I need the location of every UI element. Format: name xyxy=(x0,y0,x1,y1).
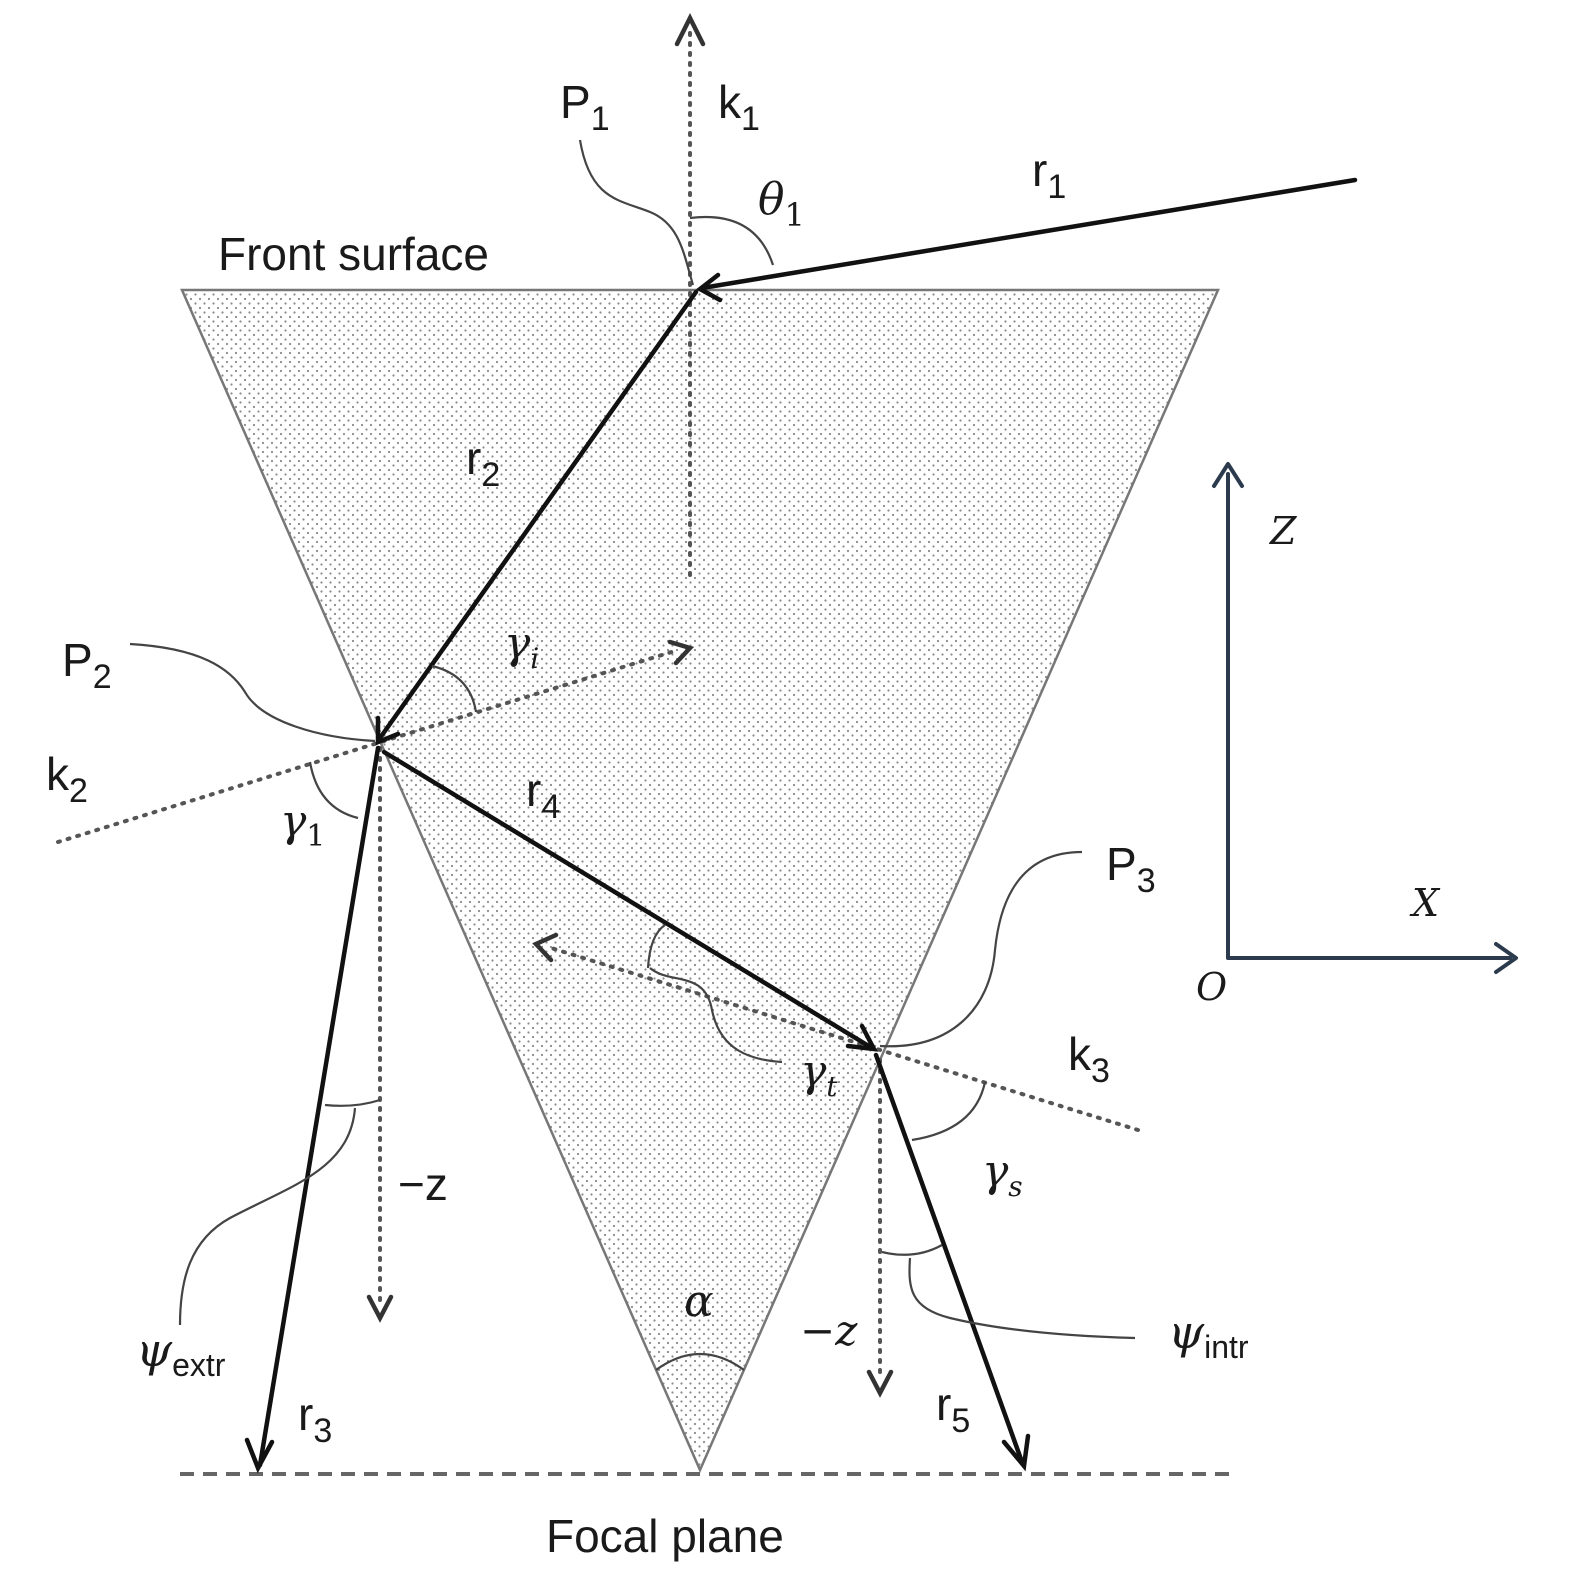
ray-r4-arrowhead xyxy=(845,1023,878,1052)
label-neg-z-left: −z xyxy=(398,1158,448,1210)
label-p1: P1 xyxy=(560,76,610,138)
label-focal-plane: Focal plane xyxy=(546,1510,784,1562)
ray-r3 xyxy=(257,745,381,1468)
label-front-surface: Front surface xyxy=(218,228,489,280)
leader-p1 xyxy=(578,139,695,286)
leader-psi-intr xyxy=(908,1257,1136,1340)
normal-k2-arrowhead xyxy=(667,639,695,666)
neg-z-right-arrowhead xyxy=(866,1369,894,1398)
arc-psi-extr xyxy=(324,1098,381,1107)
label-gamma-1: γ1 xyxy=(280,796,325,854)
label-alpha: α xyxy=(684,1276,714,1327)
label-theta1: θ1 xyxy=(758,174,805,234)
label-r1: r1 xyxy=(1032,144,1066,206)
arc-gamma-i xyxy=(431,664,478,713)
arc-alpha xyxy=(655,1353,745,1371)
normal-k1-arrowhead xyxy=(674,12,706,47)
arc-gamma-s xyxy=(911,1081,987,1142)
label-r2: r2 xyxy=(466,432,500,494)
label-axis-x: X xyxy=(1409,881,1441,925)
label-r3: r3 xyxy=(298,1388,332,1450)
ray-r2-arrowhead xyxy=(375,715,401,746)
label-p3: P3 xyxy=(1106,838,1156,900)
label-gamma-i: γi xyxy=(504,618,539,675)
normal-k3 xyxy=(546,945,1140,1132)
label-psi-intr: ψintr xyxy=(1168,1305,1249,1365)
ray-r1 xyxy=(699,177,1358,291)
arc-theta1 xyxy=(689,215,775,266)
ray-r4 xyxy=(381,749,875,1051)
ray-r5 xyxy=(873,1052,1025,1465)
neg-z-left-arrowhead xyxy=(366,1294,394,1323)
label-psi-extr: ψextr xyxy=(136,1323,226,1383)
label-axis-o: O xyxy=(1196,965,1227,1009)
normal-k2 xyxy=(56,648,680,844)
label-gamma-s: γs xyxy=(982,1146,1023,1203)
label-k1: k1 xyxy=(718,76,760,138)
label-k3: k3 xyxy=(1068,1028,1110,1090)
ray-r3-arrowhead xyxy=(244,1437,275,1474)
arc-psi-intr xyxy=(881,1244,943,1256)
label-r5: r5 xyxy=(936,1378,970,1440)
axis-z-arrowhead xyxy=(1212,462,1244,488)
leader-psi-extr xyxy=(178,1107,357,1326)
leader-gamma-t xyxy=(649,967,783,1064)
normal-k3-arrowhead xyxy=(532,932,559,963)
ray-r5-arrowhead xyxy=(1001,1433,1031,1472)
label-gamma-t: γt xyxy=(800,1046,838,1103)
axis-x-arrowhead xyxy=(1494,942,1518,974)
axis-lines xyxy=(1226,472,1512,960)
leader-p3 xyxy=(879,850,1083,1048)
ray-r2 xyxy=(377,289,699,741)
label-k2: k2 xyxy=(46,748,88,810)
label-axis-z: Z xyxy=(1269,509,1297,553)
label-p2: P2 xyxy=(62,634,112,696)
arc-gamma-t xyxy=(646,924,666,969)
leader-p2 xyxy=(129,642,376,743)
arc-gamma-1 xyxy=(308,761,359,820)
label-neg-z-right: −z xyxy=(800,1306,858,1355)
ray-r1-arrowhead xyxy=(695,272,723,303)
label-r4: r4 xyxy=(526,764,560,826)
